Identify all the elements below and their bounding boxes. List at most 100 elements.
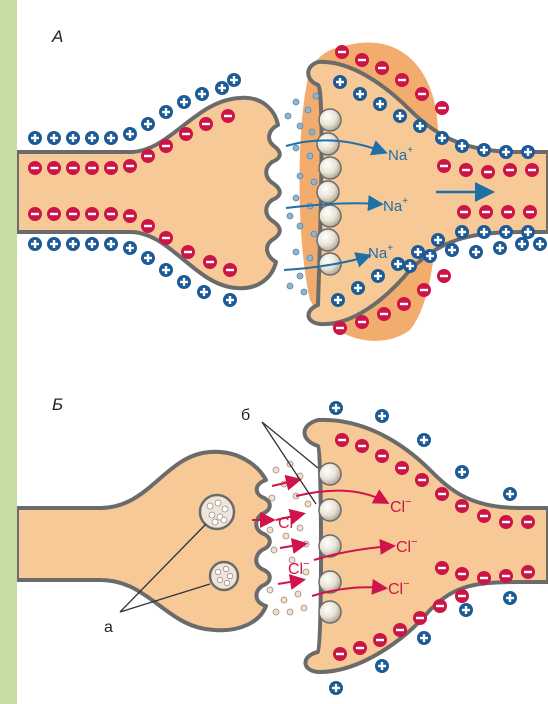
plus-charge-icon bbox=[445, 243, 459, 257]
plus-charge-icon bbox=[393, 109, 407, 123]
minus-charge-icon bbox=[159, 231, 173, 245]
minus-charge-icon bbox=[435, 561, 449, 575]
plus-charge-icon bbox=[141, 251, 155, 265]
minus-charge-icon bbox=[159, 139, 173, 153]
plus-charge-icon bbox=[177, 95, 191, 109]
plus-charge-icon bbox=[469, 245, 483, 259]
minus-charge-icon bbox=[377, 307, 391, 321]
plus-charge-icon bbox=[329, 401, 343, 415]
plus-charge-icon bbox=[123, 241, 137, 255]
plus-charge-icon bbox=[521, 145, 535, 159]
label-receptors-b: б bbox=[241, 407, 250, 424]
plus-charge-icon bbox=[391, 257, 405, 271]
receptor-channel-icon bbox=[319, 601, 341, 623]
plus-charge-icon bbox=[66, 131, 80, 145]
minus-charge-icon bbox=[479, 205, 493, 219]
minus-charge-icon bbox=[221, 109, 235, 123]
minus-charge-icon bbox=[499, 515, 513, 529]
minus-charge-icon bbox=[181, 245, 195, 259]
plus-charge-icon bbox=[499, 225, 513, 239]
cl-ion-label-left-top: Cl− bbox=[278, 512, 300, 532]
plus-charge-icon bbox=[459, 603, 473, 617]
minus-charge-icon bbox=[179, 127, 193, 141]
label-vesicles-a: а bbox=[104, 619, 113, 636]
plus-charge-icon bbox=[353, 87, 367, 101]
plus-charge-icon bbox=[455, 225, 469, 239]
panel-b-label: Б bbox=[52, 395, 63, 414]
minus-charge-icon bbox=[437, 269, 451, 283]
minus-charge-icon bbox=[66, 161, 80, 175]
receptor-channel-icon bbox=[319, 109, 341, 131]
plus-charge-icon bbox=[417, 631, 431, 645]
minus-charge-icon bbox=[503, 163, 517, 177]
plus-charge-icon bbox=[515, 237, 529, 251]
plus-charge-icon bbox=[403, 259, 417, 273]
plus-charge-icon bbox=[195, 87, 209, 101]
figure-frame: А Na+ bbox=[17, 0, 548, 704]
plus-charge-icon bbox=[177, 275, 191, 289]
plus-charge-icon bbox=[375, 409, 389, 423]
minus-charge-icon bbox=[141, 149, 155, 163]
minus-charge-icon bbox=[397, 297, 411, 311]
plus-charge-icon bbox=[47, 237, 61, 251]
panel-b: Б bbox=[17, 395, 548, 695]
minus-charge-icon bbox=[415, 473, 429, 487]
minus-charge-icon bbox=[353, 641, 367, 655]
minus-charge-icon bbox=[481, 165, 495, 179]
minus-charge-icon bbox=[455, 589, 469, 603]
minus-charge-icon bbox=[393, 623, 407, 637]
minus-charge-icon bbox=[457, 205, 471, 219]
minus-charge-icon bbox=[413, 611, 427, 625]
receptor-channel-icon bbox=[319, 205, 341, 227]
plus-charge-icon bbox=[85, 237, 99, 251]
minus-charge-icon bbox=[375, 449, 389, 463]
plus-charge-icon bbox=[431, 233, 445, 247]
plus-charge-icon bbox=[28, 131, 42, 145]
receptor-channel-icon bbox=[319, 463, 341, 485]
minus-charge-icon bbox=[355, 439, 369, 453]
plus-charge-icon bbox=[28, 237, 42, 251]
minus-charge-icon bbox=[355, 315, 369, 329]
presynaptic-terminal-b bbox=[17, 452, 270, 630]
minus-charge-icon bbox=[521, 515, 535, 529]
plus-charge-icon bbox=[159, 263, 173, 277]
plus-charge-icon bbox=[104, 237, 118, 251]
plus-charge-icon bbox=[499, 145, 513, 159]
minus-charge-icon bbox=[104, 161, 118, 175]
panel-a-label: А bbox=[51, 27, 63, 46]
minus-charge-icon bbox=[199, 117, 213, 131]
minus-charge-icon bbox=[477, 509, 491, 523]
minus-charge-icon bbox=[435, 487, 449, 501]
plus-charge-icon bbox=[331, 293, 345, 307]
minus-charge-icon bbox=[395, 461, 409, 475]
plus-charge-icon bbox=[417, 433, 431, 447]
plus-charge-icon bbox=[215, 81, 229, 95]
plus-charge-icon bbox=[66, 237, 80, 251]
minus-charge-icon bbox=[415, 87, 429, 101]
receptor-channel-icon bbox=[317, 229, 339, 251]
plus-charge-icon bbox=[411, 245, 425, 259]
minus-charge-icon bbox=[123, 209, 137, 223]
neurotransmitter-molecules-b bbox=[267, 461, 311, 615]
minus-charge-icon bbox=[333, 647, 347, 661]
minus-charge-icon bbox=[335, 433, 349, 447]
minus-charge-icon bbox=[85, 161, 99, 175]
transmitter-release-arrow bbox=[278, 580, 302, 584]
plus-charge-icon bbox=[503, 487, 517, 501]
minus-charge-icon bbox=[455, 499, 469, 513]
plus-charge-icon bbox=[333, 75, 347, 89]
plus-charge-icon bbox=[375, 659, 389, 673]
minus-charge-icon bbox=[433, 599, 447, 613]
minus-charge-icon bbox=[525, 163, 539, 177]
plus-charge-icon bbox=[503, 591, 517, 605]
plus-charge-icon bbox=[159, 105, 173, 119]
synapse-diagram: А Na+ bbox=[17, 0, 548, 704]
minus-charge-icon bbox=[28, 161, 42, 175]
plus-charge-icon bbox=[455, 139, 469, 153]
panel-a: А Na+ bbox=[17, 27, 548, 341]
minus-charge-icon bbox=[355, 53, 369, 67]
plus-charge-icon bbox=[477, 143, 491, 157]
minus-charge-icon bbox=[203, 255, 217, 269]
plus-charge-icon bbox=[351, 281, 365, 295]
minus-charge-icon bbox=[66, 207, 80, 221]
